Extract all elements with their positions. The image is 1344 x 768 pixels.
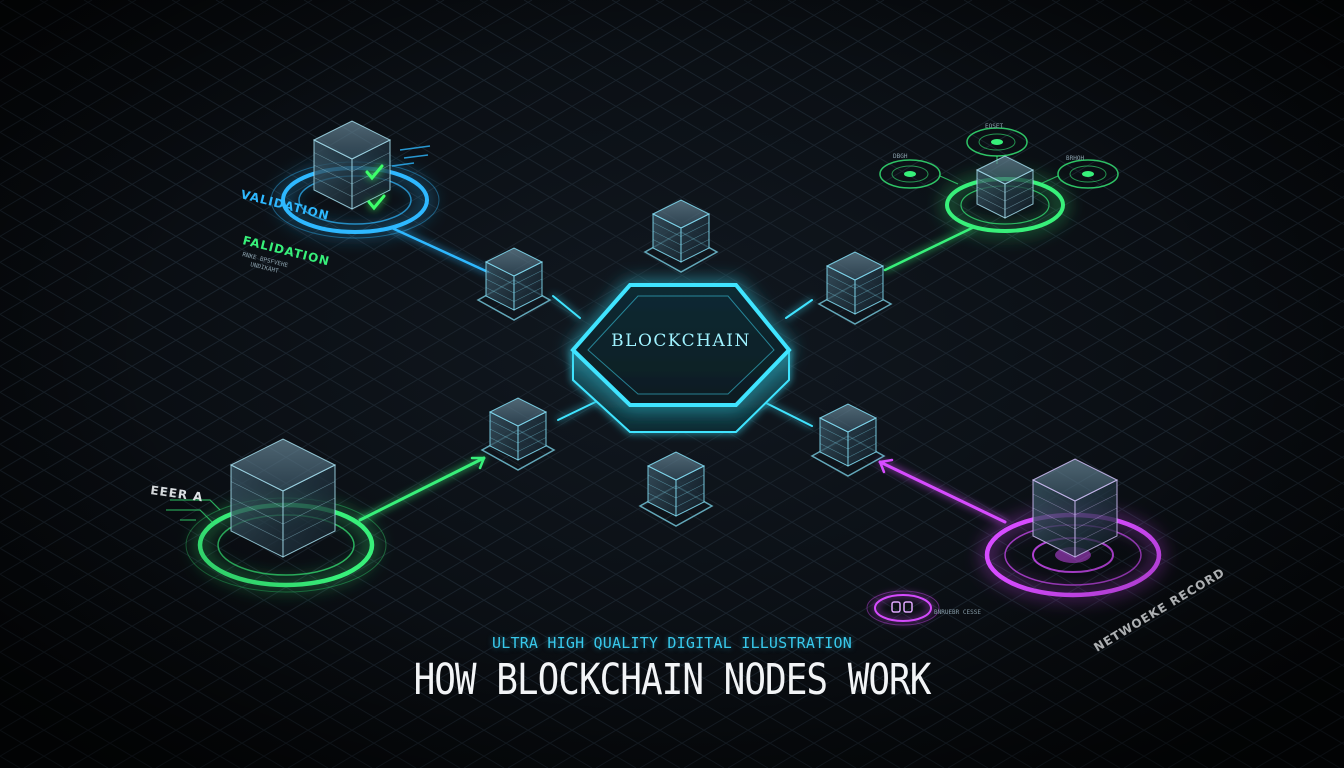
link-network-record [880,462,1005,522]
spoke-top-right [786,300,812,318]
lock-badge [867,591,939,625]
cluster-label-left: DBGH [893,153,908,160]
hub-label: BLOCKCHAIN [611,331,751,351]
network-record-block [1033,459,1117,557]
link-cluster [885,228,972,270]
page-title: HOW BLOCKCHAIN NODES WORK [0,656,1344,704]
left-node-block [231,439,335,557]
spoke-top-left [553,296,580,318]
validation-block [314,121,390,209]
block-node-bottom [640,452,712,526]
cluster-block [977,156,1033,218]
block-node-top-left [478,248,550,320]
link-validation [392,228,488,272]
cluster-label-right: BRHOH [1066,155,1084,162]
subtitle: ULTRA HIGH QUALITY DIGITAL ILLUSTRATION [0,634,1344,652]
lock-caption: BNRUEBR CESSE [934,609,981,616]
blockchain-hub: BLOCKCHAIN [573,285,789,432]
left-node-label: EEER A [150,483,205,504]
cluster-label-top: EOSET [985,123,1003,130]
